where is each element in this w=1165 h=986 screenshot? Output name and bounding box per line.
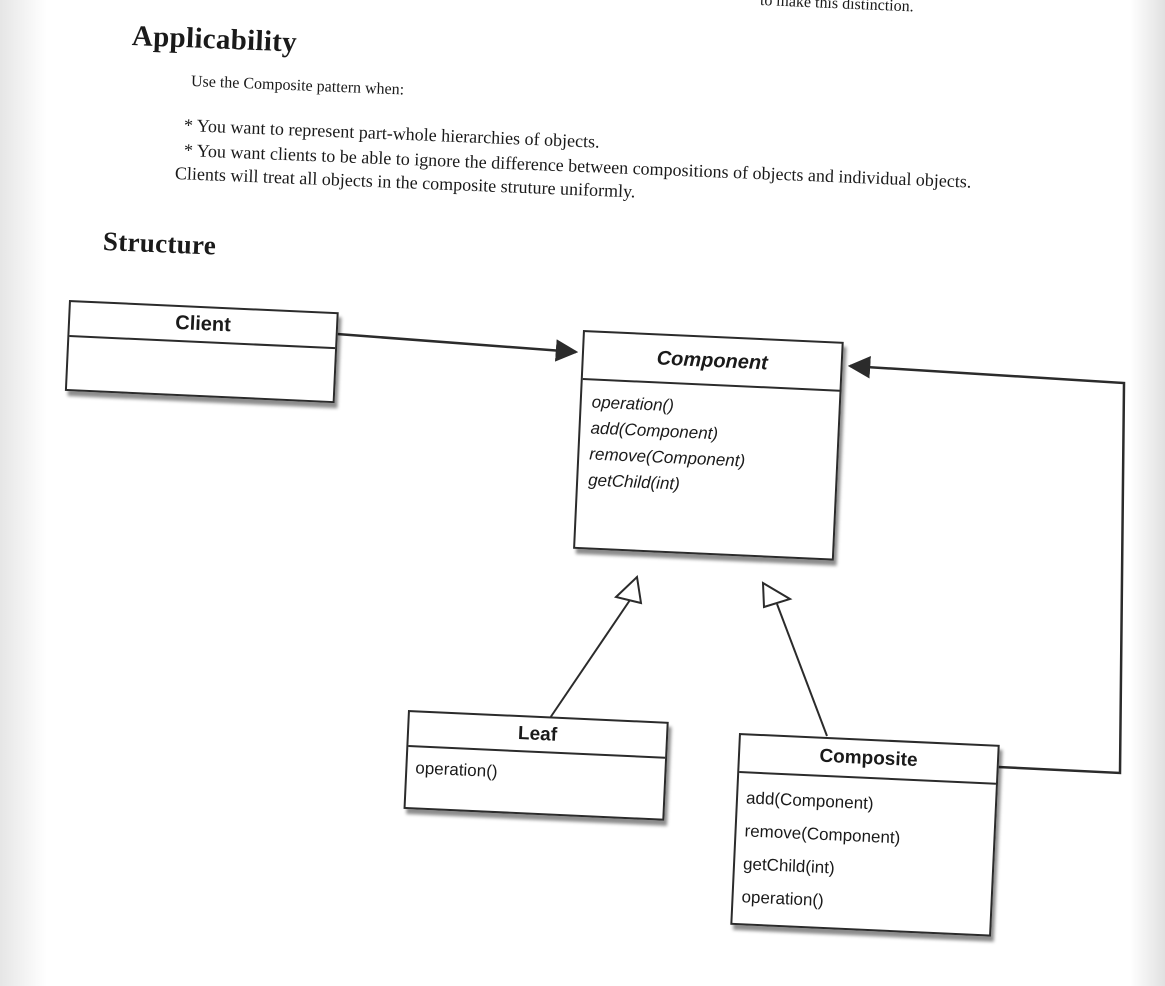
composite-component-aggregation xyxy=(847,356,1126,775)
leaf-class-box: Leaf operation() xyxy=(403,710,669,821)
leaf-generalization-triangle xyxy=(613,574,643,605)
leaf-generalization-line xyxy=(549,599,631,719)
leaf-op: operation() xyxy=(414,758,498,782)
client-component-association xyxy=(336,332,579,362)
component-operations: operation() add(Component) remove(Compon… xyxy=(577,380,839,514)
composite-operations: add(Component) remove(Component) getChil… xyxy=(732,773,995,933)
composite-generalization-line xyxy=(776,603,828,737)
client-class-box: Client xyxy=(64,300,339,404)
composite-class-box: Composite add(Component) remove(Componen… xyxy=(730,733,1000,937)
component-class-box: Component operation() add(Component) rem… xyxy=(573,330,844,561)
composite-generalization-triangle xyxy=(761,581,793,609)
